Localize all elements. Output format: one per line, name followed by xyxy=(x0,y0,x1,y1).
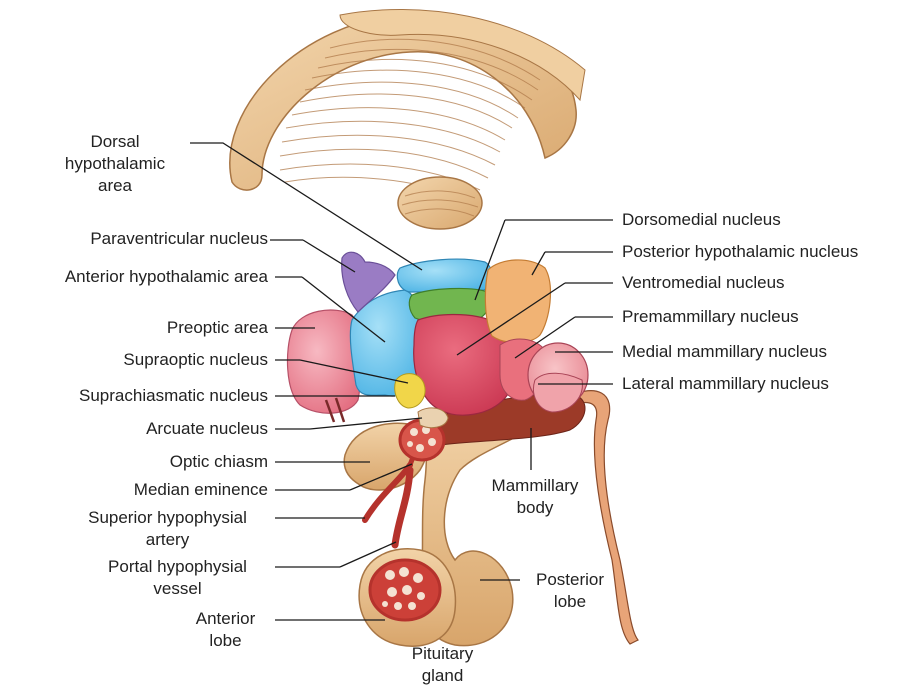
hypothalamic-nuclei xyxy=(287,252,588,427)
dorsal-hypothalamic-area-shape xyxy=(397,259,492,292)
arcuate-nucleus-shape xyxy=(418,408,448,428)
label-line: Anterior xyxy=(178,608,273,630)
label-line: area xyxy=(50,175,180,197)
label-lateral-mammillary-nucleus: Lateral mammillary nucleus xyxy=(622,373,829,395)
label-median-eminence: Median eminence xyxy=(60,479,268,501)
label-anterior-lobe: Anterior lobe xyxy=(178,608,273,652)
label-arcuate-nucleus: Arcuate nucleus xyxy=(60,418,268,440)
label-line: Mammillary xyxy=(480,475,590,497)
label-portal-hypophysial-vessel: Portal hypophysial vessel xyxy=(85,556,270,600)
label-paraventricular-nucleus: Paraventricular nucleus xyxy=(20,228,268,250)
label-supraoptic-nucleus: Supraoptic nucleus xyxy=(60,349,268,371)
label-line: body xyxy=(480,497,590,519)
label-optic-chiasm: Optic chiasm xyxy=(60,451,268,473)
label-line: Superior hypophysial xyxy=(60,507,275,529)
label-premammillary-nucleus: Premammillary nucleus xyxy=(622,306,799,328)
label-preoptic-area: Preoptic area xyxy=(80,317,268,339)
label-suprachiasmatic-nucleus: Suprachiasmatic nucleus xyxy=(20,385,268,407)
label-line: lobe xyxy=(520,591,620,613)
label-line: Posterior xyxy=(520,569,620,591)
label-line: artery xyxy=(60,529,275,551)
supraoptic-nucleus-shape xyxy=(395,374,425,408)
label-posterior-lobe: Posterior lobe xyxy=(520,569,620,613)
label-line: Dorsal xyxy=(50,131,180,153)
label-dorsomedial-nucleus: Dorsomedial nucleus xyxy=(622,209,781,231)
label-line: vessel xyxy=(85,578,270,600)
label-anterior-hypothalamic-area: Anterior hypothalamic area xyxy=(5,266,268,288)
label-superior-hypophysial-artery: Superior hypophysial artery xyxy=(60,507,275,551)
label-mammillary-body: Mammillary body xyxy=(480,475,590,519)
label-pituitary-gland: Pituitary gland xyxy=(395,643,490,687)
label-line: lobe xyxy=(178,630,273,652)
corpus-callosum xyxy=(230,10,585,200)
label-line: Portal hypophysial xyxy=(85,556,270,578)
label-dorsal-hypothalamic-area: Dorsal hypothalamic area xyxy=(50,131,180,197)
label-line: gland xyxy=(395,665,490,687)
label-posterior-hypothalamic-nucleus: Posterior hypothalamic nucleus xyxy=(622,241,858,263)
anterior-commissure xyxy=(398,177,482,229)
label-line: Pituitary xyxy=(395,643,490,665)
preoptic-area-shape xyxy=(287,310,361,413)
label-medial-mammillary-nucleus: Medial mammillary nucleus xyxy=(622,341,827,363)
label-ventromedial-nucleus: Ventromedial nucleus xyxy=(622,272,785,294)
label-line: hypothalamic xyxy=(50,153,180,175)
